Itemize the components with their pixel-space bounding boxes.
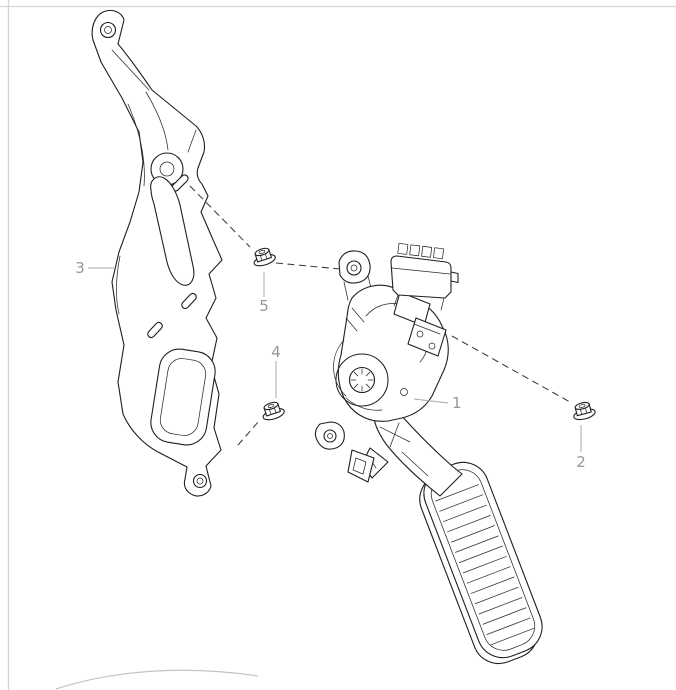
bracket-slot xyxy=(150,176,195,286)
callout-label-1[interactable]: 1 xyxy=(452,394,462,412)
callouts: 1 2 3 4 5 xyxy=(75,259,586,471)
housing-arc xyxy=(333,339,347,397)
housing-spring-arc xyxy=(345,397,383,411)
guide-line-assembly-to-nut2 xyxy=(451,335,571,403)
floorpan-ghost-curve xyxy=(55,669,259,690)
pedal-pad xyxy=(419,461,543,665)
mounting-bracket-drawing xyxy=(91,9,223,497)
bracket-crease xyxy=(116,255,121,315)
lower-ear-hole-inner xyxy=(327,433,333,439)
bracket-stud-lower xyxy=(147,321,163,339)
lower-mount-tab xyxy=(347,449,375,483)
connector-neck xyxy=(393,294,445,311)
upper-ear-hole xyxy=(346,260,362,276)
pedal-arm xyxy=(373,413,463,497)
rotor-circle xyxy=(335,353,389,407)
housing-screw xyxy=(400,388,408,396)
assembly-guide-lines xyxy=(189,185,571,446)
upper-ear-hole-inner xyxy=(350,264,358,272)
connector-pins xyxy=(397,242,445,260)
connector-body xyxy=(390,255,452,299)
bracket-boss-hole xyxy=(159,161,175,177)
bracket-crease xyxy=(187,129,197,153)
sensor-cover-lower xyxy=(407,317,447,357)
pedal-arm-brace xyxy=(379,422,429,477)
housing-hatch xyxy=(345,307,365,332)
rotor-spline xyxy=(350,368,374,392)
bracket-bottom-hole xyxy=(192,473,208,489)
bracket-top-hole-inner xyxy=(104,26,112,34)
bracket-bottom-hole-inner xyxy=(196,477,204,485)
callout-label-2[interactable]: 2 xyxy=(576,453,586,471)
bracket-crease xyxy=(111,49,150,91)
connector-latch xyxy=(450,271,459,284)
bracket-top-hole xyxy=(99,21,117,39)
flange-nut-4-drawing xyxy=(259,399,287,423)
callout-label-4[interactable]: 4 xyxy=(271,343,281,361)
cover-screw xyxy=(416,330,424,338)
lower-mount-slot xyxy=(352,457,367,475)
sensor-cover-line xyxy=(413,323,441,335)
flange-nut-2-drawing xyxy=(570,399,597,423)
lower-ear-hole xyxy=(323,429,337,443)
guide-line-nut4-to-bracket xyxy=(237,420,260,446)
callout-label-5[interactable]: 5 xyxy=(259,297,269,315)
callout-label-3[interactable]: 3 xyxy=(75,259,85,277)
connector-face-line xyxy=(391,267,451,275)
bracket-stud-mid xyxy=(181,292,197,310)
pedal-pad-ribs xyxy=(435,484,535,646)
bracket-crease xyxy=(145,91,169,151)
bracket-recess xyxy=(150,348,216,446)
bracket-crease xyxy=(127,103,145,187)
accelerator-pedal-assembly-drawing xyxy=(314,242,543,665)
flange-nut-5-drawing xyxy=(250,245,278,269)
guide-line-bracket-to-nut5 xyxy=(189,185,251,248)
cover-screw xyxy=(428,342,436,350)
callout-leader-1 xyxy=(413,398,449,404)
guide-line-nut5-to-assembly xyxy=(275,262,341,270)
